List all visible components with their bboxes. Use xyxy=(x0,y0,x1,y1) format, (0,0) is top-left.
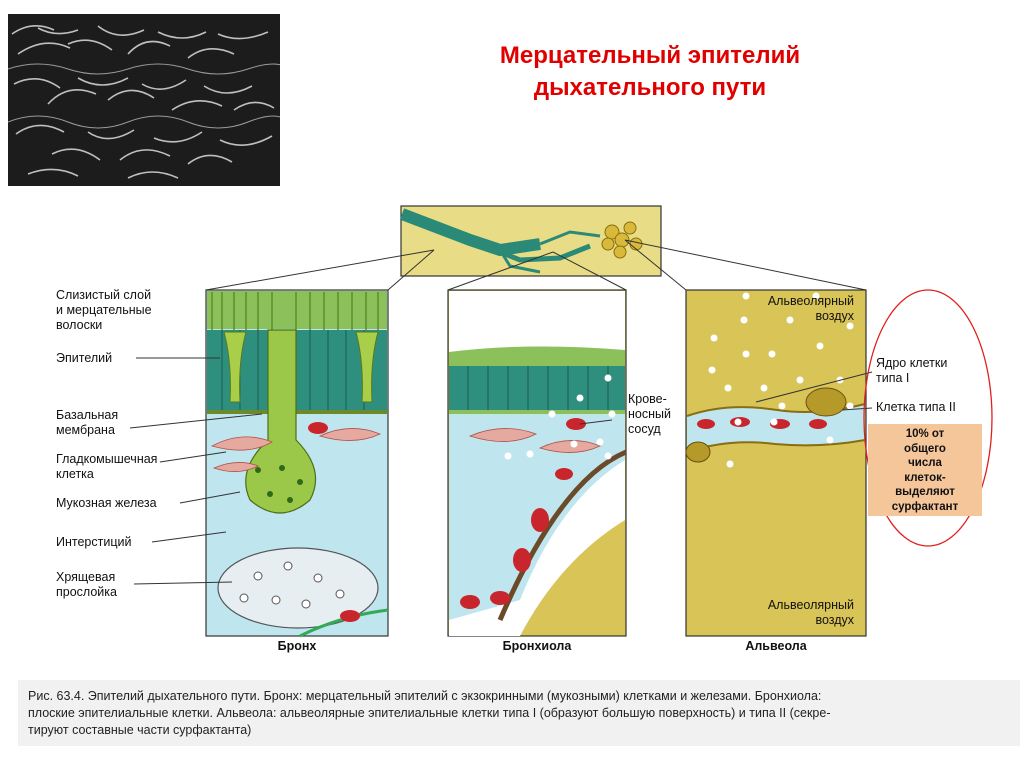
basal-line-1: Базальная xyxy=(56,408,119,422)
surfactant-note: 10% от общего числа клеток- выделяют сур… xyxy=(870,427,980,514)
airway-overview-panel xyxy=(399,205,662,277)
basal-line-2: мембрана xyxy=(56,423,115,437)
mucus-line-3: волоски xyxy=(56,318,103,332)
panel-label-alveolus: Альвеола xyxy=(745,639,807,653)
label-interstitium: Интерстиций xyxy=(56,535,132,549)
label-alveolar-air-top: Альвеолярный воздух xyxy=(752,294,854,324)
air-bottom-line-2: воздух xyxy=(815,613,854,627)
nucleus-line-2: типа I xyxy=(876,371,910,385)
mucus-line-1: Слизистый слой xyxy=(56,288,152,302)
label-type2-cell: Клетка типа II xyxy=(876,400,956,414)
micrograph-image xyxy=(8,14,280,186)
panel-label-bronchiole: Бронхиола xyxy=(502,639,572,653)
highlight-ellipse xyxy=(863,289,993,547)
figure-caption: Рис. 63.4. Эпителий дыхательного пути. Б… xyxy=(28,688,1018,739)
vessel-line-3: сосуд xyxy=(628,422,661,436)
note-line-6: сурфактант xyxy=(891,500,959,513)
caption-line-1: Рис. 63.4. Эпителий дыхательного пути. Б… xyxy=(28,689,822,703)
note-line-3: числа xyxy=(908,457,942,469)
vessel-line-2: носный xyxy=(628,407,671,421)
bronchiole-panel xyxy=(447,289,627,637)
label-leader-lines xyxy=(129,357,873,585)
label-epithelium: Эпителий xyxy=(56,351,113,365)
nucleus-line-1: Ядро клетки xyxy=(876,356,948,370)
diagram-title: Мерцательный эпителий дыхательного пути xyxy=(420,40,880,104)
label-cartilage-layer: Хрящевая прослойка xyxy=(56,570,117,600)
figure-caption-box xyxy=(18,680,1020,746)
label-blood-vessel: Крове- носный сосуд xyxy=(628,392,671,437)
mucus-line-2: и мерцательные xyxy=(56,303,152,317)
cartilage-line-2: прослойка xyxy=(56,585,117,599)
label-basal-membrane: Базальная мембрана xyxy=(56,408,118,438)
label-mucous-gland: Мукозная железа xyxy=(56,496,157,510)
smooth-line-2: клетка xyxy=(56,467,94,481)
note-line-2: общего xyxy=(904,442,946,455)
label-type1-nucleus: Ядро клетки типа I xyxy=(876,356,947,386)
caption-line-3: тируют составные части сурфактанта) xyxy=(28,723,252,737)
label-alveolar-air-bottom: Альвеолярный воздух xyxy=(752,598,854,628)
panel-label-bronchus: Бронх xyxy=(277,639,317,653)
air-top-line-2: воздух xyxy=(815,309,854,323)
alveolus-panel xyxy=(685,289,867,637)
label-smooth-muscle-cell: Гладкомышечная клетка xyxy=(56,452,157,482)
title-line-1: Мерцательный эпителий xyxy=(499,42,801,69)
title-line-2: дыхательного пути xyxy=(533,74,767,101)
vessel-line-1: Крове- xyxy=(628,392,667,406)
note-line-5: выделяют xyxy=(895,486,955,498)
smooth-line-1: Гладкомышечная xyxy=(56,452,158,466)
connector-lines xyxy=(205,239,867,291)
cartilage-line-1: Хрящевая xyxy=(56,570,116,584)
air-bottom-line-1: Альвеолярный xyxy=(767,598,854,612)
caption-line-2: плоские эпителиальные клетки. Альвеола: … xyxy=(28,706,831,720)
label-mucus-layer: Слизистый слой и мерцательные волоски xyxy=(56,288,152,333)
surfactant-note-box xyxy=(868,424,982,516)
bronchus-panel xyxy=(205,289,389,638)
note-line-1: 10% от xyxy=(905,428,945,440)
note-line-4: клеток- xyxy=(904,471,946,484)
air-top-line-1: Альвеолярный xyxy=(767,294,854,308)
